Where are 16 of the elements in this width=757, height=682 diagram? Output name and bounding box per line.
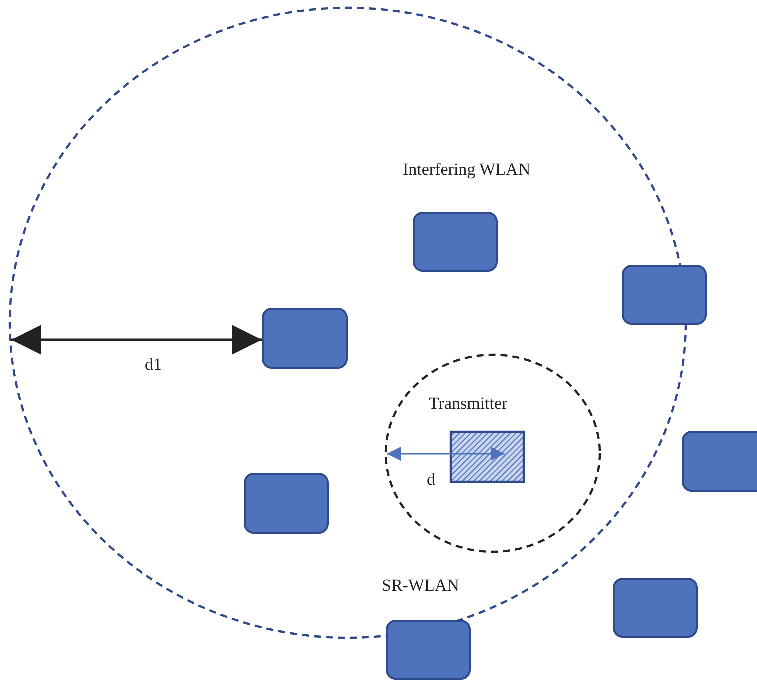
double-arrow	[12, 325, 262, 355]
dashed-range-circle	[386, 355, 600, 552]
network-label: Interfering WLAN	[403, 160, 531, 180]
dashed-range-circle	[10, 8, 686, 638]
device-box	[622, 265, 707, 325]
network-label: SR-WLAN	[382, 576, 460, 596]
double-arrow	[387, 447, 505, 461]
device-box	[244, 473, 329, 534]
transmitter-label: Transmitter	[429, 394, 508, 414]
device-box	[262, 308, 348, 369]
edge-label: d	[427, 470, 436, 490]
edge-label: d1	[145, 355, 162, 375]
device-box	[613, 578, 698, 638]
device-box	[413, 212, 498, 272]
device-box	[682, 431, 757, 492]
device-box	[386, 620, 471, 680]
